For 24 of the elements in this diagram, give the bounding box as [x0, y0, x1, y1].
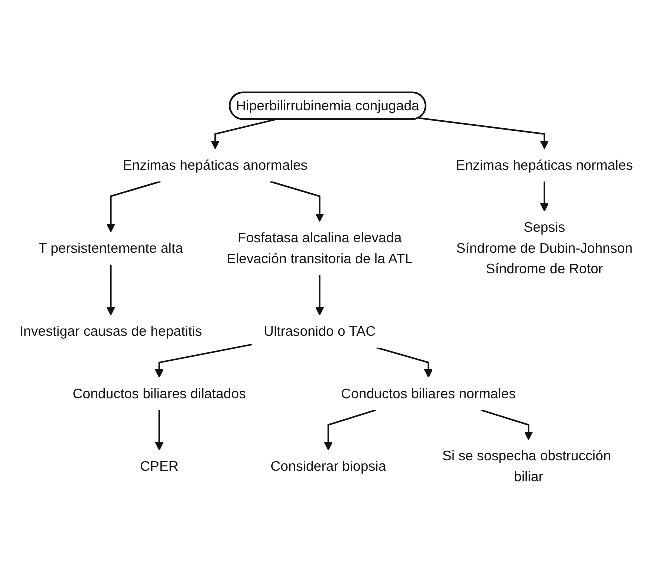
node-text: Si se sospecha obstrucción biliar — [442, 448, 612, 484]
arrow — [540, 182, 549, 212]
arrow — [419, 118, 549, 150]
node-text: Sepsis Síndrome de Dubin-Johnson Síndrome de Rotor — [456, 219, 633, 277]
node-text: Enzimas hepáticas anormales — [123, 156, 308, 173]
node-text: Enzimas hepáticas normales — [456, 156, 634, 173]
arrow — [324, 410, 376, 451]
node-text: Fosfatasa alcalina elevada Elevación transitoria de la ATL — [226, 230, 413, 266]
arrow — [376, 347, 434, 378]
node-text: Conductos biliares dilatados — [72, 386, 246, 402]
arrow — [316, 275, 324, 316]
arrow — [155, 410, 164, 451]
arrow — [480, 410, 534, 440]
arrow — [106, 264, 116, 316]
node-text: Ultrasonido o TAC — [264, 323, 376, 340]
arrow — [106, 180, 161, 233]
node-text: Considerar biopsia — [270, 458, 386, 474]
node-text: T persistentemente alta — [38, 240, 184, 256]
node-text: CPER — [140, 458, 179, 474]
arrow — [155, 344, 252, 378]
arrow — [270, 180, 324, 222]
node-text: Conductos biliares normales — [341, 386, 516, 402]
arrow — [211, 119, 276, 150]
node-text: Investigar causas de hepatitis — [20, 323, 202, 340]
